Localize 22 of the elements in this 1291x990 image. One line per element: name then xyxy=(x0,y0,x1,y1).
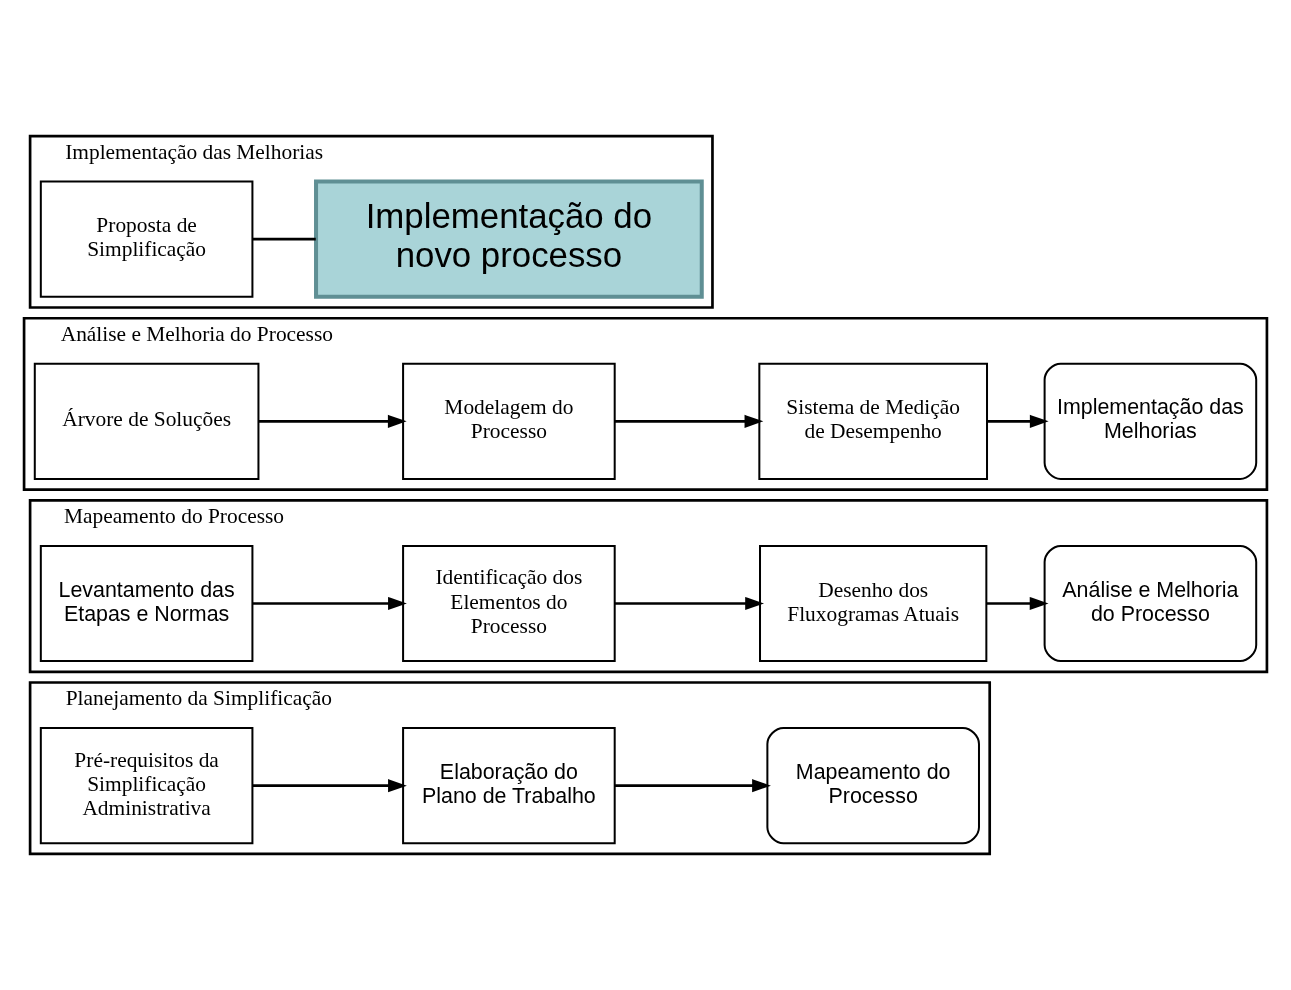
node-box: Implementação das Melhorias xyxy=(1043,362,1258,480)
node-box: Implementação do novo processo xyxy=(314,179,704,299)
arrow xyxy=(252,779,407,793)
node-box: Mapeamento do Processo xyxy=(766,727,980,845)
arrow xyxy=(252,596,407,611)
node-box: Identificação dos Elementos do Processo xyxy=(402,544,616,663)
node-box: Análise e Melhoria do Processo xyxy=(1043,544,1258,663)
arrow xyxy=(987,414,1049,428)
node-box: Levantamento das Etapas e Normas xyxy=(39,544,254,663)
arrow xyxy=(986,596,1049,611)
connector xyxy=(252,237,316,241)
node-box: Pré-requisitos da Simplificação Administrativa xyxy=(39,727,254,845)
arrow xyxy=(614,596,764,611)
node-box: Modelagem do Processo xyxy=(402,362,616,480)
node-box: Desenho dos Fluxogramas Atuais xyxy=(759,544,988,663)
arrow xyxy=(614,414,764,428)
arrow xyxy=(258,414,407,428)
arrow xyxy=(614,779,771,793)
node-box: Sistema de Medição de Desempenho xyxy=(758,362,989,480)
node-box: Elaboração do Plano de Trabalho xyxy=(402,727,616,845)
node-box: Árvore de Soluções xyxy=(33,362,260,480)
node-box: Proposta de Simplificação xyxy=(39,180,254,298)
